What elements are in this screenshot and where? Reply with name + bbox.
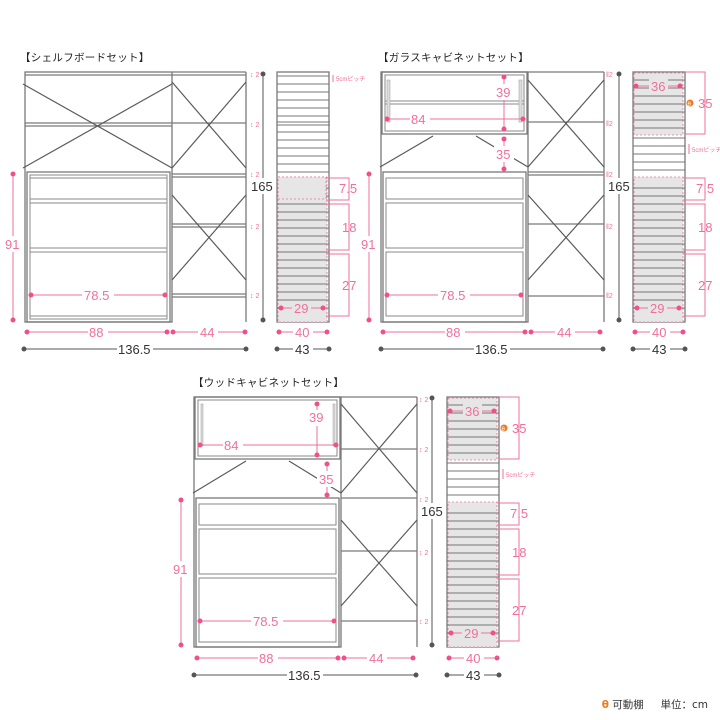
lower-cabinet <box>382 171 527 323</box>
svg-text:7.5: 7.5 <box>510 506 528 521</box>
svg-text:↕ 2: ↕ 2 <box>419 497 428 504</box>
upper-wood-cabinet <box>194 396 341 460</box>
svg-text:78.5: 78.5 <box>84 288 109 303</box>
svg-text:↕ 2: ↕ 2 <box>419 550 428 557</box>
svg-text:18: 18 <box>342 220 356 235</box>
svg-text:136.5: 136.5 <box>475 342 508 357</box>
svg-text:165: 165 <box>421 504 443 519</box>
drawer-bottom <box>29 251 168 317</box>
left-frame <box>380 71 529 323</box>
svg-text:40: 40 <box>652 325 666 340</box>
diagram-glass-cabinet-set: ‖2 ‖2 ‖2 ‖2 ‖2 39 35 84 165 91 <box>360 71 720 357</box>
svg-text:43: 43 <box>295 342 309 357</box>
svg-text:165: 165 <box>608 179 630 194</box>
lower-cabinet <box>195 497 340 648</box>
svg-text:↕ 2: ↕ 2 <box>250 122 259 129</box>
svg-text:29: 29 <box>650 301 664 316</box>
svg-text:27: 27 <box>512 603 526 618</box>
svg-text:78.5: 78.5 <box>440 288 465 303</box>
svg-text:↕ 2: ↕ 2 <box>419 397 428 404</box>
svg-text:↕ 2: ↕ 2 <box>419 619 428 626</box>
left-frame <box>24 71 173 323</box>
set-title-glass-cabinet: 【ガラスキャビネットセット】 <box>378 52 529 64</box>
drawer-top <box>29 177 168 200</box>
svg-text:84: 84 <box>411 112 425 127</box>
svg-text:88: 88 <box>446 325 460 340</box>
svg-text:36: 36 <box>651 79 665 94</box>
diagram-shelf-board-set: ↕ 2 ↕ 2 ↕ 2 ↕ 2 ↕ 2 165 91 78.5 88 44 <box>4 71 365 357</box>
svg-text:91: 91 <box>173 562 187 577</box>
svg-text:84: 84 <box>224 438 238 453</box>
svg-text:‖2: ‖2 <box>606 224 613 231</box>
svg-text:40: 40 <box>466 651 480 666</box>
svg-text:165: 165 <box>251 179 273 194</box>
svg-text:43: 43 <box>652 342 666 357</box>
drawer-middle <box>385 202 524 249</box>
svg-text:27: 27 <box>342 278 356 293</box>
drawer-middle <box>198 528 337 575</box>
svg-text:7.5: 7.5 <box>696 181 714 196</box>
svg-text:35: 35 <box>496 147 510 162</box>
set-title-shelf-board: 【シェルフボードセット】 <box>20 52 150 64</box>
drawer-bottom <box>385 251 524 317</box>
left-frame <box>193 396 342 648</box>
svg-text:36: 36 <box>465 404 479 419</box>
svg-text:29: 29 <box>294 301 308 316</box>
svg-text:88: 88 <box>89 325 103 340</box>
svg-text:↕ 2: ↕ 2 <box>250 72 259 79</box>
svg-text:5cmピッチ: 5cmピッチ <box>336 76 365 83</box>
svg-text:θ: θ <box>502 427 506 433</box>
drawer-top <box>198 503 337 526</box>
movable-shelf-label: 可動棚 <box>612 699 644 711</box>
svg-text:29: 29 <box>464 626 478 641</box>
drawer-top <box>385 177 524 200</box>
svg-text:‖2: ‖2 <box>606 293 613 300</box>
svg-text:‖2: ‖2 <box>606 172 613 179</box>
svg-text:136.5: 136.5 <box>118 342 151 357</box>
svg-text:78.5: 78.5 <box>253 614 278 629</box>
svg-text:91: 91 <box>5 237 19 252</box>
svg-text:39: 39 <box>309 410 323 425</box>
svg-text:θ: θ <box>688 102 692 108</box>
svg-text:↕ 2: ↕ 2 <box>250 172 259 179</box>
upper-glass-cabinet <box>381 71 528 135</box>
svg-text:5cmピッチ: 5cmピッチ <box>506 472 535 479</box>
svg-text:136.5: 136.5 <box>288 668 321 683</box>
svg-text:35: 35 <box>512 421 526 436</box>
svg-text:5cmピッチ: 5cmピッチ <box>692 147 720 154</box>
svg-text:35: 35 <box>319 472 333 487</box>
svg-text:↕ 2: ↕ 2 <box>250 293 259 300</box>
drawer-bottom <box>198 577 337 643</box>
svg-text:35: 35 <box>698 96 712 111</box>
svg-text:↕ 2: ↕ 2 <box>250 224 259 231</box>
svg-text:43: 43 <box>466 668 480 683</box>
svg-text:44: 44 <box>369 651 383 666</box>
svg-text:7.5: 7.5 <box>339 181 357 196</box>
svg-text:18: 18 <box>698 220 712 235</box>
movable-shelf-icon: θ <box>601 699 609 711</box>
svg-text:39: 39 <box>496 85 510 100</box>
lower-cabinet <box>26 171 171 323</box>
drawer-middle <box>29 202 168 249</box>
svg-text:‖2: ‖2 <box>606 72 613 79</box>
svg-text:↕ 2: ↕ 2 <box>419 447 428 454</box>
svg-text:40: 40 <box>295 325 309 340</box>
svg-text:‖2: ‖2 <box>606 121 613 128</box>
svg-text:44: 44 <box>557 325 571 340</box>
svg-text:44: 44 <box>200 325 214 340</box>
unit-label: 単位：cm <box>660 699 708 711</box>
svg-text:18: 18 <box>512 545 526 560</box>
diagram-wood-cabinet-set: ↕ 2 ↕ 2 ↕ 2 ↕ 2 ↕ 2 39 35 84 165 91 78.5 <box>172 395 535 683</box>
set-title-wood-cabinet: 【ウッドキャビネットセット】 <box>193 377 345 389</box>
legend: θ 可動棚 単位：cm <box>602 697 708 712</box>
svg-text:88: 88 <box>259 651 273 666</box>
svg-text:27: 27 <box>698 278 712 293</box>
svg-text:91: 91 <box>361 237 375 252</box>
